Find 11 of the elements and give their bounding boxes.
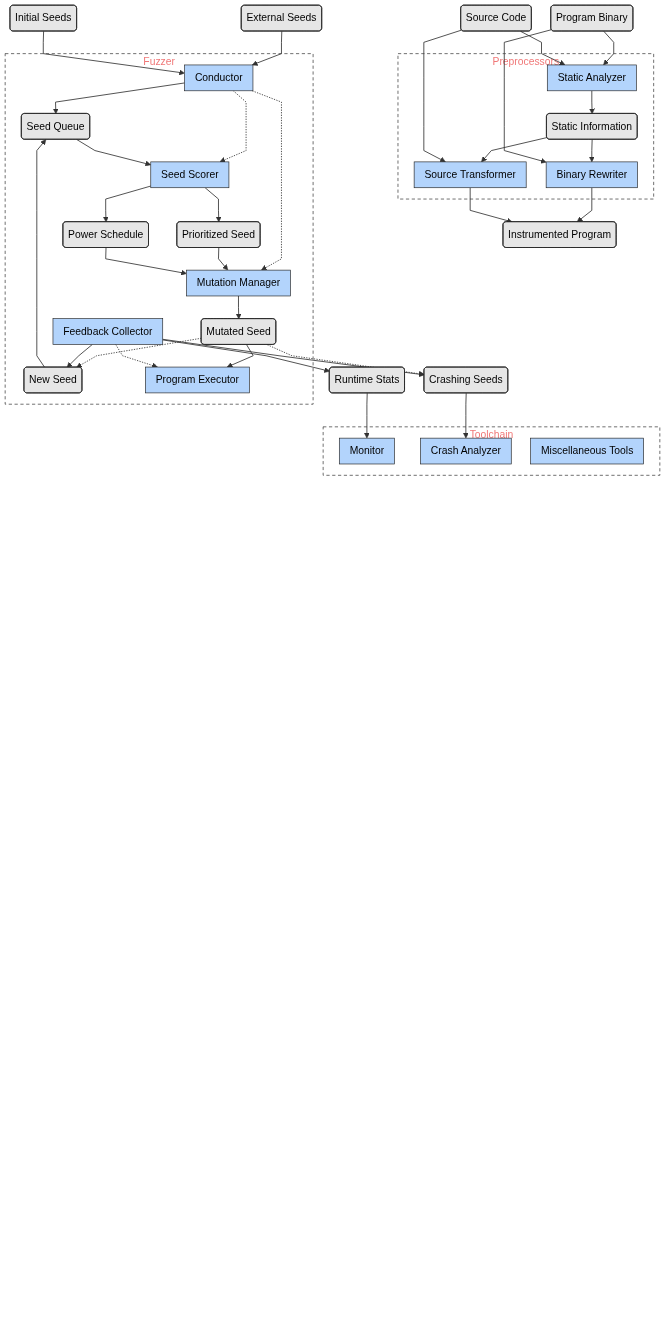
node-box: Binary Rewriter [545, 161, 638, 189]
node-box: Monitor [339, 437, 395, 465]
node-box: Program Executor [145, 366, 250, 394]
node-box: Mutation Manager [186, 269, 291, 297]
node-box: Static Analyzer [546, 64, 637, 92]
node-box: Feedback Collector [52, 318, 164, 345]
node-box: Seed Scorer [150, 161, 230, 189]
node-box: Source Transformer [413, 161, 527, 189]
node-box: Crash Analyzer [420, 437, 512, 465]
node-box: Conductor [184, 64, 254, 92]
node-box: Miscellaneous Tools [530, 437, 644, 465]
